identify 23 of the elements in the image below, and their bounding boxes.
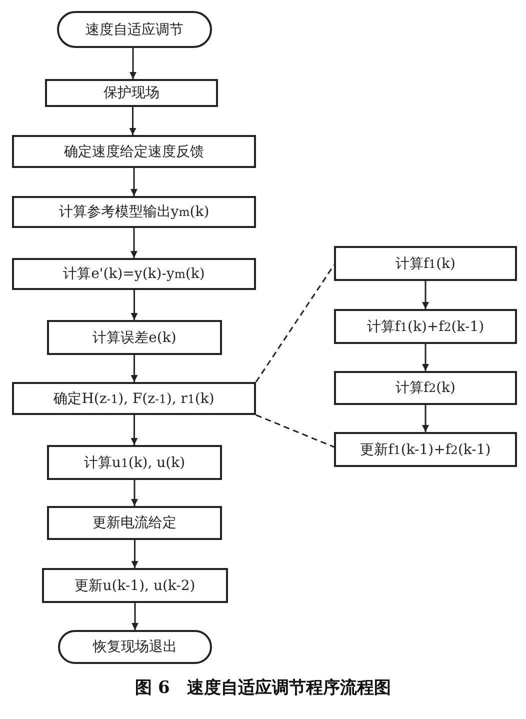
arrow (130, 228, 138, 258)
arrow (132, 603, 138, 630)
arrow (130, 415, 138, 445)
process-box: 更新u(k-1), u(k-2) (42, 568, 228, 603)
arrow (422, 405, 429, 432)
process-box: 确定速度给定速度反馈 (12, 135, 256, 168)
arrow (422, 344, 429, 371)
arrow (130, 290, 138, 320)
arrow (131, 540, 138, 568)
arrow (130, 355, 138, 382)
dashed-connector (256, 414, 334, 448)
arrow (130, 168, 138, 196)
figure-caption: 图 6 速度自适应调节程序流程图 (135, 678, 391, 698)
arrow (129, 107, 136, 135)
terminal-box: 恢复现场退出 (58, 630, 212, 664)
terminal-box: 速度自适应调节 (57, 11, 212, 48)
process-box: 保护现场 (45, 79, 218, 107)
arrow (130, 48, 136, 79)
process-box: 计算误差e(k) (47, 320, 222, 355)
process-box: 更新电流给定 (47, 506, 222, 540)
dashed-connector (255, 264, 335, 382)
arrow (131, 480, 138, 506)
arrow (422, 281, 429, 309)
